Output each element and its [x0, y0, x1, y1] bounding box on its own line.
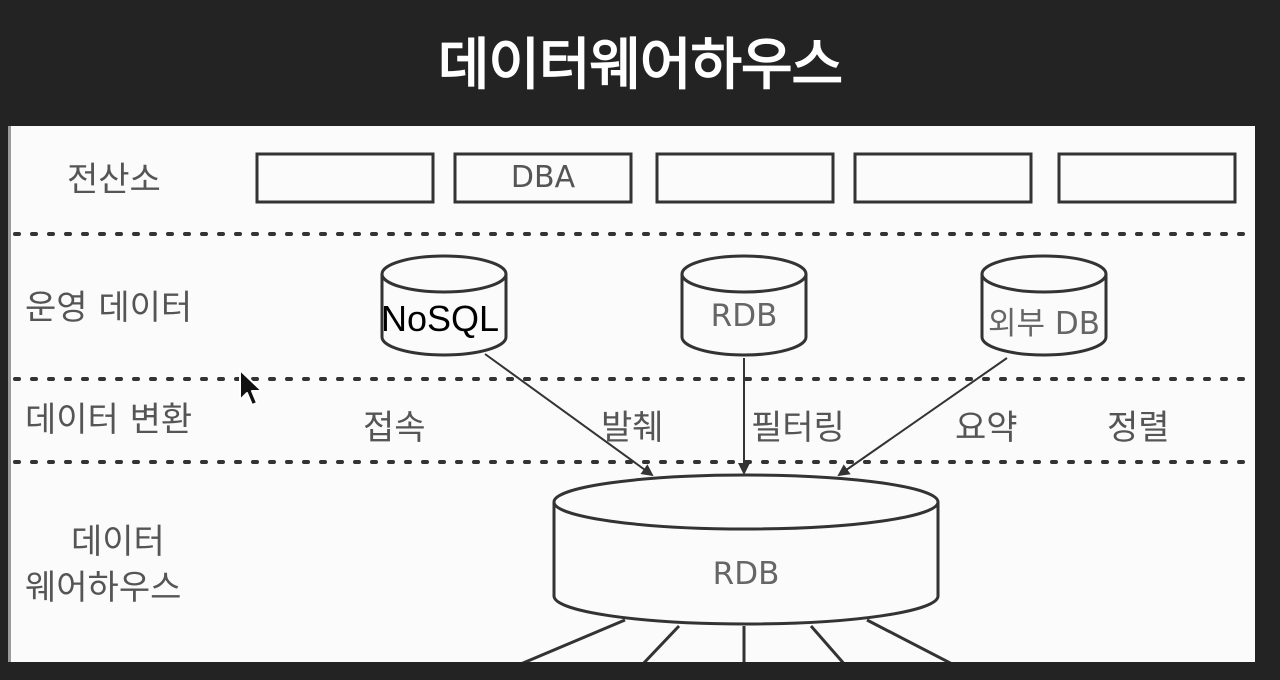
row-label-datacenter: 전산소	[67, 160, 161, 200]
output-line-4	[809, 625, 845, 662]
row-label-operational: 운영 데이터	[25, 288, 193, 328]
rdb-source-label: RDB	[710, 298, 778, 334]
row-label-transform: 데이터 변환	[25, 400, 193, 440]
datacenter-box-label-2: DBA	[510, 160, 576, 195]
nosql-cylinder	[380, 254, 508, 357]
external-db-label: 외부 DB	[987, 306, 1101, 342]
external-db-cylinder	[980, 254, 1108, 357]
datacenter-box-2	[453, 152, 633, 204]
datacenter-box-5	[1057, 152, 1237, 204]
datacenter-box-1	[255, 152, 435, 204]
transform-step-extract: 발췌	[601, 408, 664, 448]
transform-step-summarize: 요약	[955, 408, 1018, 448]
mouse-cursor-icon	[239, 369, 263, 406]
nosql-label: NoSQL	[381, 298, 500, 339]
transform-step-filter: 필터링	[751, 408, 845, 448]
output-line-1	[521, 618, 626, 662]
row-label-warehouse-2: 웨어하우스	[25, 568, 182, 608]
datacenter-box-4	[853, 152, 1033, 204]
output-line-2	[642, 624, 681, 662]
transform-step-connect: 접속	[363, 408, 426, 448]
page-title: 데이터웨어하우스	[437, 33, 843, 98]
arrow-nosql	[484, 353, 654, 477]
diagram-panel: 전산소 운영 데이터 데이터 변환 데이터 웨어하우스 DBA NoSQL RD…	[8, 126, 1255, 662]
diagram-graphics	[13, 152, 1253, 662]
arrow-external	[837, 357, 1008, 477]
row-label-warehouse-1: 데이터	[71, 522, 165, 562]
output-line-5	[866, 618, 952, 662]
warehouse-cylinder	[552, 473, 940, 626]
rdb-source-cylinder	[680, 254, 808, 357]
datacenter-box-3	[655, 152, 835, 204]
warehouse-db-label: RDB	[712, 556, 780, 592]
transform-step-sort: 정렬	[1107, 408, 1170, 448]
